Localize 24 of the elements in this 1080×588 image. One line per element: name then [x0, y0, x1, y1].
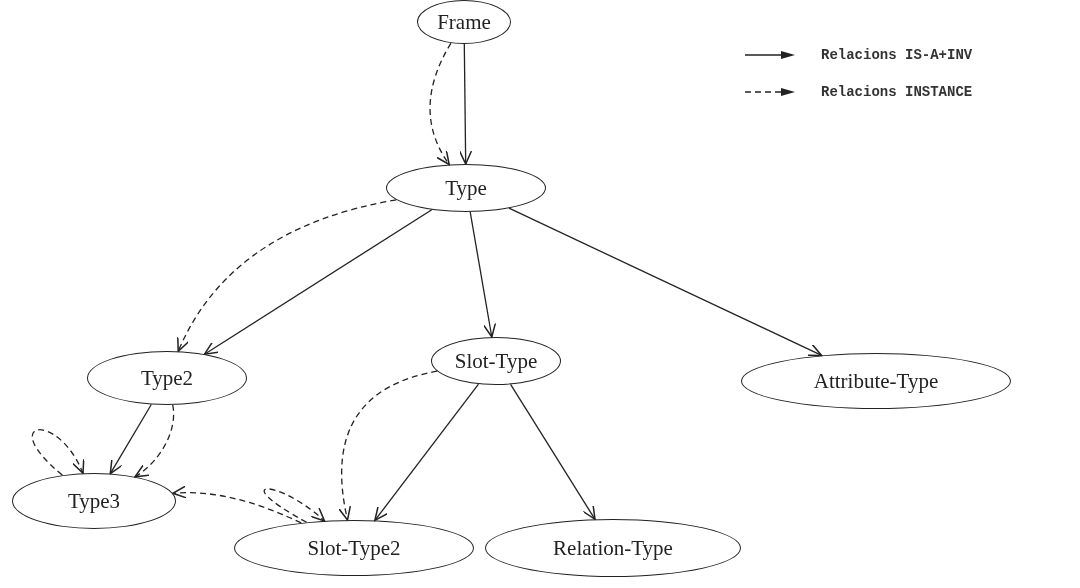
node-label: Relation-Type — [553, 535, 673, 561]
node-label: Frame — [437, 9, 491, 35]
arrow — [458, 43, 473, 165]
arrow — [263, 488, 326, 523]
arrow — [31, 429, 84, 476]
arrow — [109, 403, 152, 475]
node-label: Type — [445, 175, 487, 201]
arrow — [429, 42, 452, 166]
arrow — [172, 485, 302, 524]
node-label: Type2 — [140, 365, 194, 391]
arrow — [203, 209, 433, 355]
arrow — [508, 207, 823, 357]
node-label: Type3 — [67, 488, 121, 514]
arrow — [134, 404, 175, 478]
arrow — [509, 383, 596, 521]
legend-label: Relacions INSTANCE — [821, 84, 973, 100]
node-label: Slot-Type — [454, 348, 538, 374]
node-label: Slot-Type2 — [307, 535, 401, 561]
arrow — [177, 199, 397, 353]
node-label: Attribute-Type — [813, 368, 939, 394]
arrow — [469, 211, 497, 338]
arrow — [338, 370, 438, 521]
legend-label: Relacions IS-A+INV — [821, 47, 973, 63]
arrow — [374, 383, 480, 522]
